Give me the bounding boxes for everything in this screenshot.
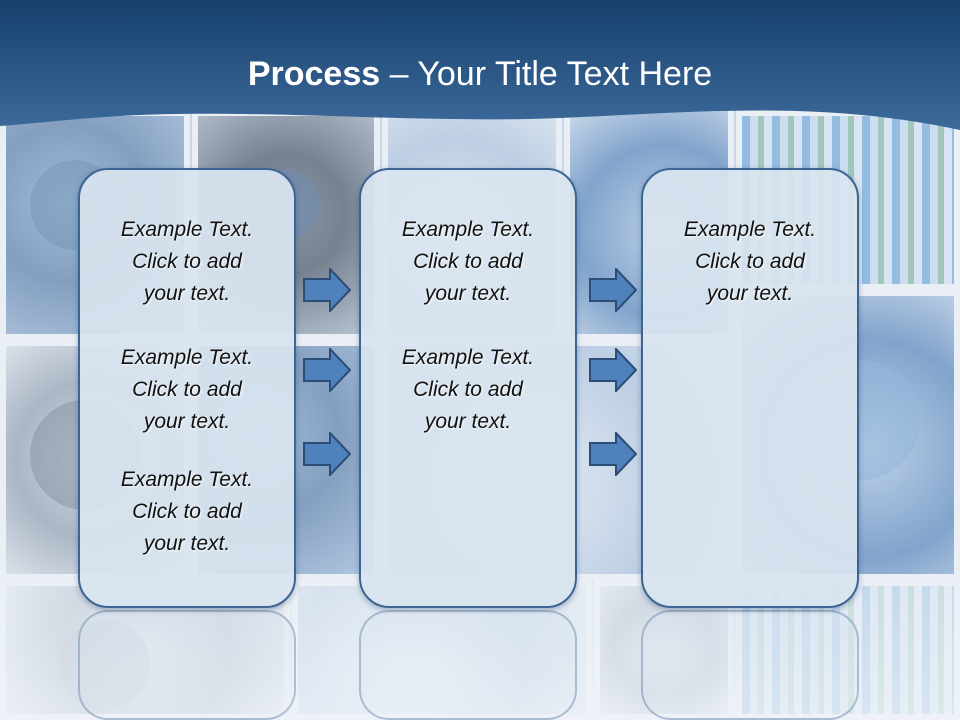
item-line: Click to add [132,500,242,523]
item-line: your text. [424,282,512,305]
box-reflection-2 [359,610,577,720]
item-line: your text. [143,532,231,555]
text-placeholder[interactable]: Example Text. Click to add your text. [361,214,575,310]
item-line: Click to add [132,378,242,401]
item-line: your text. [424,410,512,433]
title-banner [0,0,960,130]
item-line: Example Text. [401,346,535,369]
item-line: your text. [143,282,231,305]
text-placeholder[interactable]: Example Text. Click to add your text. [643,214,857,310]
item-line: Example Text. [401,218,535,241]
item-line: Example Text. [120,218,254,241]
process-box-1[interactable]: Example Text. Click to add your text. Ex… [78,168,296,608]
process-box-2[interactable]: Example Text. Click to add your text. Ex… [359,168,577,608]
right-arrow-icon[interactable] [589,268,637,312]
slide-title[interactable]: Process – Your Title Text Here [0,52,960,96]
item-line: your text. [143,410,231,433]
item-line: Click to add [413,250,523,273]
process-box-3[interactable]: Example Text. Click to add your text. [641,168,859,608]
text-placeholder[interactable]: Example Text. Click to add your text. [80,214,294,310]
item-line: your text. [706,282,794,305]
box-reflection-1 [78,610,296,720]
right-arrow-icon[interactable] [303,432,351,476]
item-line: Example Text. [683,218,817,241]
text-placeholder[interactable]: Example Text. Click to add your text. [361,342,575,438]
item-line: Example Text. [120,346,254,369]
right-arrow-icon[interactable] [303,348,351,392]
item-line: Click to add [413,378,523,401]
right-arrow-icon[interactable] [303,268,351,312]
item-line: Click to add [132,250,242,273]
text-placeholder[interactable]: Example Text. Click to add your text. [80,464,294,560]
right-arrow-icon[interactable] [589,432,637,476]
box-reflection-3 [641,610,859,720]
item-line: Example Text. [120,468,254,491]
item-line: Click to add [695,250,805,273]
title-rest: – Your Title Text Here [380,55,713,93]
text-placeholder[interactable]: Example Text. Click to add your text. [80,342,294,438]
right-arrow-icon[interactable] [589,348,637,392]
title-bold-word: Process [247,55,381,93]
